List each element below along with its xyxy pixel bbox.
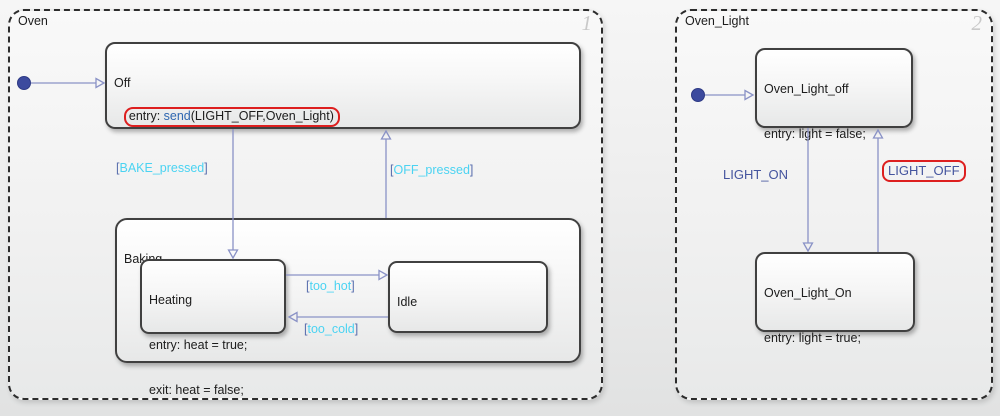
label-too-cold[interactable]: [too_cold] <box>304 322 358 336</box>
bracket-open: [ <box>390 163 394 177</box>
state-off[interactable]: Off entry: send(LIGHT_OFF,Oven_Light) <box>105 42 581 129</box>
off-entry-suffix: (LIGHT_OFF,Oven_Light) <box>190 109 334 123</box>
light-off-highlight: LIGHT_OFF <box>882 160 966 182</box>
label-off-pressed[interactable]: [OFF_pressed] <box>390 163 473 177</box>
bracket-open: [ <box>304 322 308 336</box>
condition-text: OFF_pressed <box>393 163 470 177</box>
state-idle[interactable]: Idle <box>388 261 548 333</box>
state-oven-light-on-title: Oven_Light_On <box>764 286 852 300</box>
state-idle-title: Idle <box>397 295 418 309</box>
state-oven-light-off-title: Oven_Light_off <box>764 82 849 96</box>
condition-text: too_cold <box>307 322 355 336</box>
event-text: LIGHT_OFF <box>888 163 960 178</box>
label-too-hot[interactable]: [too_hot] <box>306 279 355 293</box>
state-oven-light-off[interactable]: Oven_Light_off entry: light = false; <box>755 48 913 141</box>
bracket-open: [ <box>116 161 120 175</box>
event-text: LIGHT_ON <box>723 167 789 182</box>
entry-action-highlight: entry: send(LIGHT_OFF,Oven_Light) <box>123 107 340 127</box>
heating-entry-action: entry: heat = true; <box>149 338 248 352</box>
off-entry-keyword: send <box>163 109 191 123</box>
bracket-close: ] <box>204 161 208 175</box>
heating-exit-action: exit: heat = false; <box>149 383 244 397</box>
oven-order-badge: 1 <box>581 11 593 35</box>
bracket-open: [ <box>306 279 310 293</box>
state-heating-title: Heating <box>149 293 193 307</box>
state-off-title: Off <box>114 76 131 90</box>
oven-title: Oven <box>18 14 48 28</box>
label-light-on[interactable]: LIGHT_ON <box>723 167 788 182</box>
bracket-close: ] <box>351 279 355 293</box>
oven-light-on-entry-action: entry: light = true; <box>764 331 861 345</box>
bracket-close: ] <box>469 163 474 177</box>
state-heating[interactable]: Heating entry: heat = true; exit: heat =… <box>140 259 286 397</box>
bracket-close: ] <box>354 322 359 336</box>
off-entry-prefix: entry: <box>128 109 164 123</box>
oven-light-off-entry-action: entry: light = false; <box>764 127 866 141</box>
condition-text: BAKE_pressed <box>119 161 205 175</box>
condition-text: too_hot <box>309 279 352 293</box>
oven-light-title: Oven_Light <box>685 14 749 28</box>
label-bake-pressed[interactable]: [BAKE_pressed] <box>116 161 208 175</box>
state-oven-light-on[interactable]: Oven_Light_On entry: light = true; <box>755 252 915 345</box>
oven-light-order-badge: 2 <box>971 11 983 35</box>
label-light-off[interactable]: LIGHT_OFF <box>882 160 966 182</box>
